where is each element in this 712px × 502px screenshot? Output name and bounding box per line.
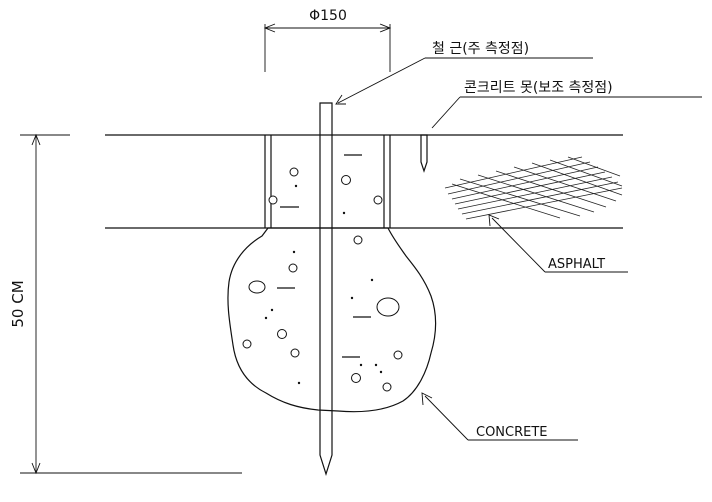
depth-dimension: 50 CM	[9, 133, 242, 475]
asphalt-surface-lines	[105, 134, 623, 229]
rebar-leader: 철 근(주 측정점)	[335, 41, 593, 105]
nail-label: 콘크리트 못(보조 측정점)	[464, 80, 613, 96]
nail-shape	[420, 134, 428, 173]
diameter-arrow-left	[263, 23, 276, 33]
asphalt-leader-line	[491, 217, 546, 273]
asphalt-hatch	[444, 156, 623, 220]
aggregate-dashes	[277, 154, 371, 358]
concrete-leader-line	[424, 395, 469, 441]
rebar-leader-line	[337, 57, 426, 104]
diameter-label: Φ150	[309, 8, 347, 24]
depth-arrow-bottom	[31, 462, 41, 475]
rebar-rod	[319, 102, 333, 476]
depth-arrow-top	[31, 133, 41, 146]
rebar-leader-arrow	[335, 94, 346, 105]
depth-label: 50 CM	[9, 280, 27, 327]
concrete-body	[227, 227, 437, 413]
rebar-shape	[319, 102, 333, 476]
concrete-nail: 콘크리트 못(보조 측정점)	[420, 80, 702, 173]
rebar-label: 철 근(주 측정점)	[432, 41, 529, 57]
asphalt-leader-arrow	[488, 214, 500, 227]
concrete-leader-arrow	[421, 392, 433, 406]
pvc-pipe	[264, 135, 391, 228]
diameter-dimension: Φ150	[263, 8, 392, 72]
concrete-label: CONCRETE	[476, 425, 548, 440]
aggregate-holes	[242, 167, 403, 392]
aggregate-dots	[264, 184, 383, 385]
asphalt-label: ASPHALT	[548, 257, 605, 272]
nail-leader-line	[431, 96, 461, 129]
asphalt-leader: ASPHALT	[488, 214, 628, 273]
concrete-leader: CONCRETE	[421, 392, 578, 441]
diameter-arrow-right	[379, 23, 392, 33]
